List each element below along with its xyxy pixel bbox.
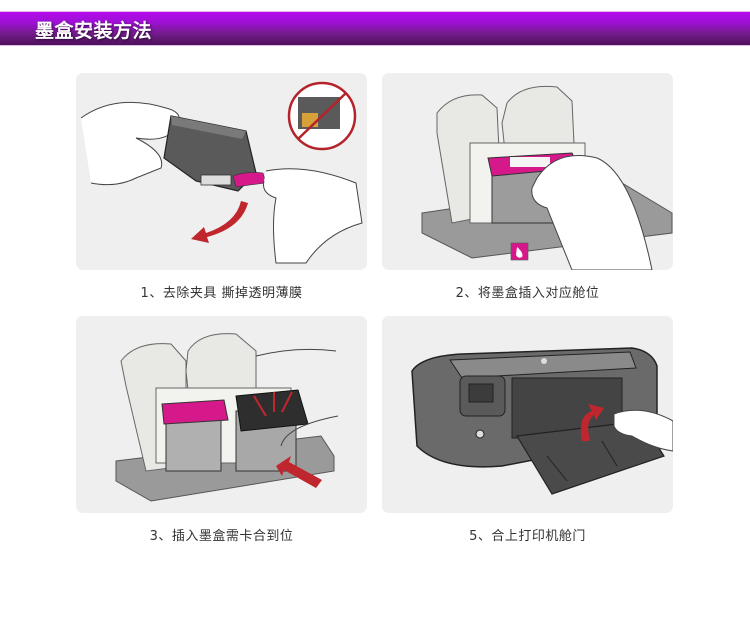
- section-header: 墨盒安装方法: [0, 11, 750, 46]
- section-title: 墨盒安装方法: [35, 20, 153, 42]
- step-1-caption: 1、去除夹具 撕掉透明薄膜: [140, 286, 303, 301]
- push-arrow: [276, 456, 322, 488]
- pull-arrow: [191, 201, 248, 243]
- printer: [411, 347, 665, 495]
- close-arrow: [580, 404, 604, 441]
- step-2-caption: 2、将墨盒插入对应舱位: [455, 286, 600, 301]
- step-3-illustration: [76, 316, 367, 513]
- step-3-caption: 3、插入墨盒需卡合到位: [149, 529, 294, 544]
- ink-drop-icon: [510, 242, 529, 261]
- step-2-illustration: [382, 73, 673, 270]
- prohibited-icon: [287, 81, 357, 151]
- step-4-caption: 5、合上打印机舱门: [469, 529, 586, 544]
- step-4-illustration: [382, 316, 673, 513]
- step-1-illustration: [76, 73, 367, 270]
- protective-tape: [232, 172, 267, 188]
